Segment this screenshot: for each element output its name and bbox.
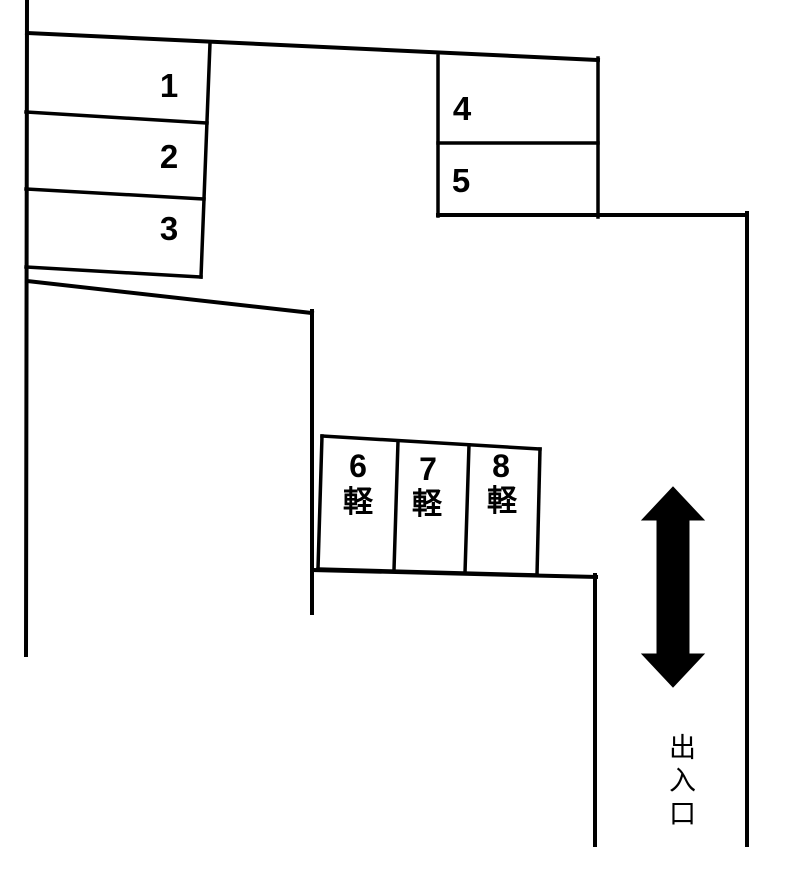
two-way-traffic-arrow-icon [640, 486, 706, 688]
parking-space-1: 1 [160, 67, 178, 104]
space-6-type-label: 軽 [343, 486, 374, 519]
space-5-label: 5 [452, 162, 470, 199]
spaces-1-3-right-edge [199, 41, 212, 279]
spaces-1-3-block [24, 41, 212, 279]
parking-space-3: 3 [160, 210, 178, 247]
divider-space-6-7 [392, 439, 400, 572]
space-3-bottom-line [24, 265, 203, 279]
boundary-line-left [23, 0, 30, 658]
spaces-6-8-bottom-edge [316, 567, 539, 577]
space-8-type-label: 軽 [487, 485, 518, 518]
parking-space-8: 8 軽 [487, 448, 518, 518]
spaces-6-8-right-edge [535, 447, 542, 577]
spaces-6-8-left-edge [316, 434, 324, 571]
space-4-label: 4 [453, 90, 472, 127]
spaces-6-8-block [316, 434, 542, 577]
space-1-label: 1 [160, 67, 178, 104]
parking-space-4: 4 [453, 90, 472, 127]
spaces-6-8-top-edge [320, 434, 542, 451]
boundary-line-top [24, 30, 601, 63]
divider-space-2-3 [24, 187, 206, 201]
parking-space-5: 5 [452, 162, 470, 199]
spaces-4-5-block [436, 54, 600, 219]
space-8-label: 8 [492, 448, 510, 484]
space-labels: 1 2 3 4 5 6 軽 7 軽 8 軽 [160, 67, 518, 521]
space-7-type-label: 軽 [412, 488, 443, 521]
space-7-label: 7 [419, 451, 437, 487]
parking-space-6: 6 軽 [343, 448, 374, 519]
lot-boundary-lines [23, 0, 749, 847]
space-6-label: 6 [349, 448, 367, 484]
parking-space-7: 7 軽 [412, 451, 443, 521]
divider-space-7-8 [463, 443, 471, 575]
boundary-line-mid-diagonal [24, 278, 315, 316]
divider-space-1-2 [24, 110, 209, 125]
entrance-exit-label: 出入口 [665, 733, 695, 832]
space-3-label: 3 [160, 210, 178, 247]
parking-space-2: 2 [160, 138, 178, 175]
space-2-label: 2 [160, 138, 178, 175]
